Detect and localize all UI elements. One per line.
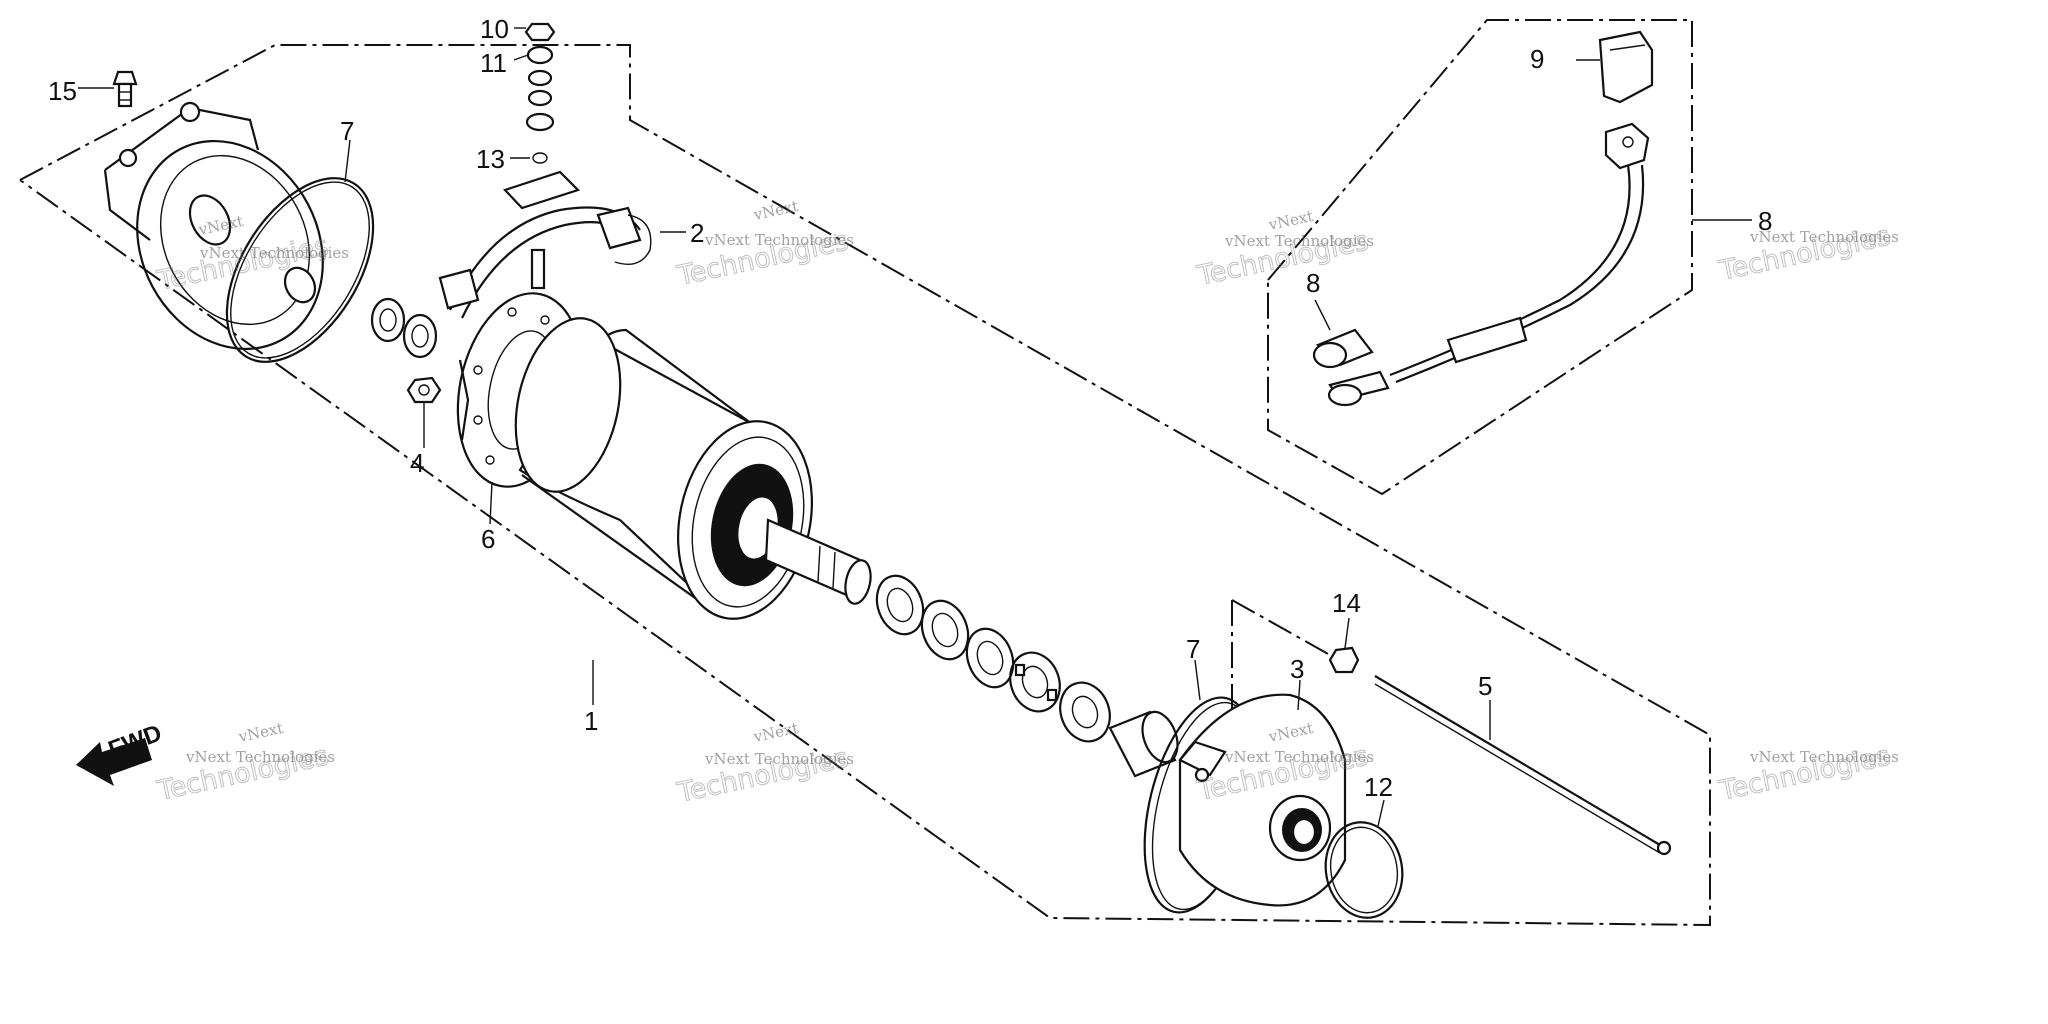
front-washers: [875, 574, 1015, 689]
rear-washers: [370, 297, 438, 359]
callout-5: 5: [1478, 671, 1492, 701]
watermarks: vNext vNext Technologies Technologies vN…: [154, 197, 1899, 810]
watermark-brand: vNext: [751, 197, 800, 224]
callout-10: 9: [1530, 44, 1544, 74]
callout-9: 8: [1306, 268, 1320, 298]
rear-housing: [103, 101, 324, 351]
bolt-15: [112, 70, 138, 108]
callout-11-lower: 11: [480, 48, 507, 78]
brush-holder: [438, 170, 652, 319]
terminal-hardware-stack: [524, 22, 556, 164]
bushing: [1108, 710, 1179, 778]
leader-lines: [78, 27, 1752, 827]
callout-14: 14: [1332, 588, 1361, 618]
o-ring-12: [1324, 821, 1404, 919]
callout-2: 2: [690, 218, 704, 248]
watermark-brand: vNext: [236, 719, 285, 746]
callout-12: 12: [1364, 772, 1393, 802]
watermark-company: vNext Technologies: [704, 750, 854, 768]
terminal-boot-9: [1312, 328, 1374, 369]
front-cover: [1143, 693, 1347, 914]
callout-3: 3: [1290, 654, 1304, 684]
bearing: [1059, 681, 1111, 743]
watermark-company: vNext Technologies: [1749, 748, 1899, 766]
nut-4: [406, 376, 442, 404]
through-bolt-5: [1374, 675, 1672, 856]
watermark-company: vNext Technologies: [1749, 228, 1899, 246]
watermark-company: vNext Technologies: [1224, 232, 1374, 250]
watermark-brand: vNext: [751, 719, 800, 746]
armature-shaft: [764, 518, 872, 605]
nut-14: [1328, 646, 1360, 674]
watermark-company: vNext Technologies: [185, 748, 335, 766]
callout-11-top: 10: [480, 14, 509, 44]
callout-7-front: 7: [1186, 634, 1200, 664]
cable-kit-boundary: [1267, 19, 1693, 496]
o-ring-rear: [225, 177, 375, 363]
starter-cable-8: [1327, 122, 1650, 407]
watermark-company: vNext Technologies: [704, 231, 854, 249]
terminal-cap-10: [1598, 30, 1654, 104]
watermark-company: vNext Technologies: [1224, 748, 1374, 766]
callout-6: 6: [481, 524, 495, 554]
watermark-brand: vNext: [1266, 207, 1315, 234]
forward-direction-arrow: FWD: [76, 720, 165, 786]
lock-washer: [1009, 651, 1061, 713]
callout-4: 4: [410, 448, 424, 478]
watermark-company: vNext Technologies: [199, 244, 349, 262]
callout-8: 8: [1758, 206, 1772, 236]
callout-13: 13: [476, 144, 505, 174]
motor-yoke: [514, 317, 813, 620]
callout-1: 1: [584, 706, 598, 736]
callout-7-rear: 7: [340, 116, 354, 146]
main-assembly-boundary: [19, 44, 1711, 927]
callout-labels: 15 7 10 11 13 2 4 6 1 7 3 14 5 12 8 9 8: [48, 14, 1772, 802]
callout-15: 15: [48, 76, 77, 106]
